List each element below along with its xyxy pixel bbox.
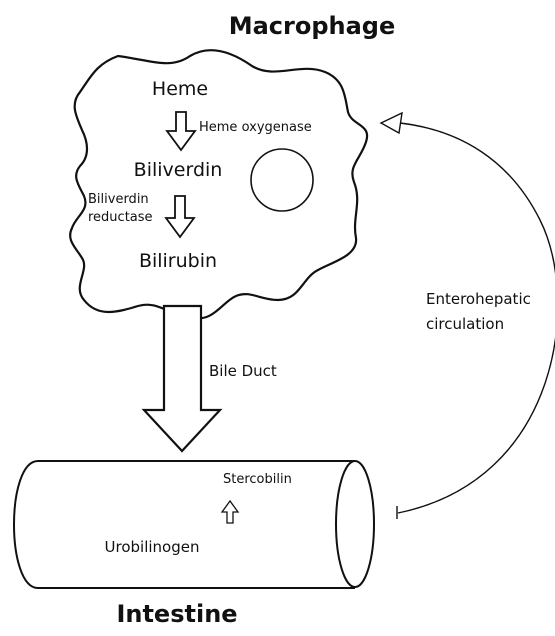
biliverdin-reductase-line1: Biliverdin bbox=[88, 192, 149, 207]
bile-duct-label: Bile Duct bbox=[209, 362, 277, 380]
nucleus-circle bbox=[251, 149, 313, 211]
intestine-cylinder-body bbox=[14, 461, 355, 588]
macrophage-title: Macrophage bbox=[229, 12, 396, 40]
enterohepatic-label-line2: circulation bbox=[426, 315, 504, 333]
macrophage-outline bbox=[70, 50, 367, 318]
enterohepatic-arrowhead bbox=[381, 113, 402, 133]
intestine-title: Intestine bbox=[116, 600, 237, 628]
enterohepatic-label-line1: Enterohepatic bbox=[426, 290, 531, 308]
bilirubin-label: Bilirubin bbox=[139, 250, 217, 272]
biliverdin-to-bilirubin-arrow bbox=[166, 196, 194, 237]
heme-label: Heme bbox=[152, 78, 208, 100]
biliverdin-label: Biliverdin bbox=[134, 159, 223, 181]
stercobilin-label: Stercobilin bbox=[223, 472, 292, 487]
heme-to-biliverdin-arrow bbox=[167, 112, 195, 150]
urobilinogen-label: Urobilinogen bbox=[105, 538, 200, 556]
heme-oxygenase-label: Heme oxygenase bbox=[199, 120, 312, 135]
biliverdin-reductase-line2: reductase bbox=[88, 210, 153, 225]
intestine-cylinder-end bbox=[336, 461, 374, 587]
urobilinogen-to-stercobilin-arrow bbox=[222, 501, 238, 523]
